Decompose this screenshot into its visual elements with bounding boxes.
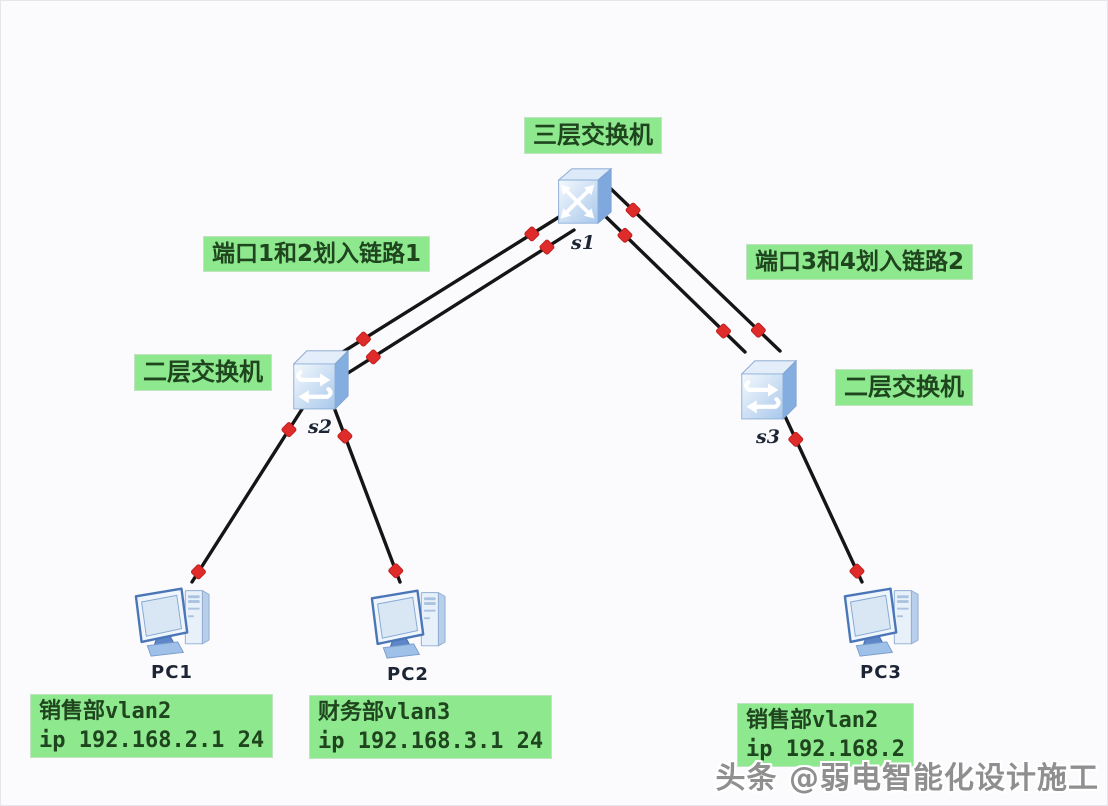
device-label: PC1 [151,662,193,683]
link-s1-s2-b[interactable] [346,228,576,375]
device-pc1[interactable]: PC1 [127,583,217,683]
port-status-dot [365,349,381,365]
device-label: PC2 [387,664,429,685]
port-status-dot [524,226,540,242]
switch-l2-icon [738,353,798,423]
device-label: s2 [308,416,332,438]
device-pc2[interactable]: PC2 [363,585,453,685]
pc-icon [127,583,217,659]
note-line: 二层交换机 [844,373,964,401]
device-s1[interactable]: s1 [553,163,613,254]
port-status-dot [625,202,641,218]
device-s3[interactable]: s3 [738,353,798,448]
device-label: s3 [756,426,780,448]
device-label: s1 [571,232,595,254]
link-s1-s3-a[interactable] [608,186,782,353]
note-line: 财务部vlan3 [318,700,451,725]
port-status-dot [337,428,353,444]
link-s2-pc1[interactable] [190,404,306,584]
note-line: ip 192.168.2 [746,737,905,762]
note-pc3-vlan[interactable]: 销售部vlan2 ip 192.168.2 [738,704,913,766]
note-ports12-link1[interactable]: 端口1和2划入链路1 [204,237,430,271]
pc-icon [363,585,453,661]
device-pc3[interactable]: PC3 [836,583,926,683]
port-status-dot [716,323,731,339]
port-status-dot [539,239,555,255]
port-status-dot [355,331,371,347]
note-line: 销售部vlan2 [39,699,172,724]
switch-l3-icon [553,163,613,229]
port-status-dot [788,431,804,447]
note-line: 端口1和2划入链路1 [212,241,422,267]
device-s2[interactable]: s2 [290,343,350,438]
note-line: 端口3和4划入链路2 [755,249,965,275]
note-pc1-vlan[interactable]: 销售部vlan2 ip 192.168.2.1 24 [31,695,273,757]
link-s1-s2-a[interactable] [336,215,561,357]
note-layer2-switch-right[interactable]: 二层交换机 [836,370,972,405]
note-pc2-vlan[interactable]: 财务部vlan3 ip 192.168.3.1 24 [310,696,552,758]
port-status-dot [281,422,297,438]
port-status-dot [617,227,633,243]
device-label: PC3 [860,662,902,683]
note-line: 销售部vlan2 [746,708,879,733]
note-line: 三层交换机 [533,121,653,149]
note-layer2-switch-left[interactable]: 二层交换机 [135,355,271,390]
note-layer3-switch[interactable]: 三层交换机 [525,118,661,153]
note-line: 二层交换机 [143,358,263,386]
port-status-dot [388,563,404,579]
note-ports34-link2[interactable]: 端口3和4划入链路2 [747,245,973,279]
watermark-text: 头条 @弱电智能化设计施工 [715,761,1099,796]
switch-l2-icon [290,343,350,413]
note-line: ip 192.168.3.1 24 [318,729,544,754]
port-status-dot [849,563,865,579]
port-status-dot [190,564,206,580]
pc-icon [836,583,926,659]
port-status-dot [750,322,766,338]
note-line: ip 192.168.2.1 24 [39,728,265,753]
